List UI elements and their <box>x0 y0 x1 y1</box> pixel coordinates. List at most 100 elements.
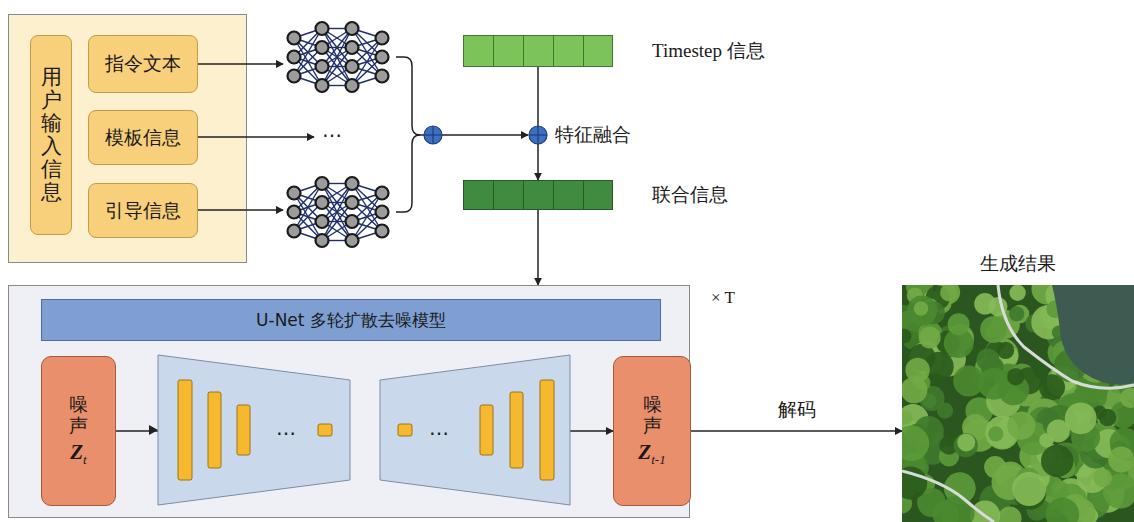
tree-crown <box>988 426 1003 441</box>
nn-neuron <box>376 32 389 45</box>
tree-crown <box>998 507 1022 522</box>
nn-neuron <box>288 225 301 238</box>
aerial-image <box>902 285 1134 522</box>
repeat-label: × T <box>711 288 735 308</box>
tree-crown <box>902 426 929 462</box>
input-panel <box>9 15 247 263</box>
nn-neuron <box>346 196 359 209</box>
tree-crown <box>1007 412 1035 440</box>
noise-label: 噪声 <box>643 394 662 436</box>
encoder-arrowhead <box>149 425 158 435</box>
nn-link <box>322 29 352 86</box>
unet-panel-ground <box>9 286 690 518</box>
connector-arrow <box>537 210 539 285</box>
gap-cover <box>349 424 381 436</box>
connector-arrow <box>691 430 902 432</box>
nn-neuron <box>316 234 329 247</box>
tree-crown <box>1046 498 1080 522</box>
vertical-label: 用户输入信息 <box>41 66 62 205</box>
nn-link <box>322 184 352 241</box>
nn-neuron <box>288 51 301 64</box>
nn-neuron <box>316 215 329 228</box>
tree-crown <box>974 293 996 315</box>
tree-crown <box>1051 481 1069 499</box>
tree-crown <box>954 433 978 457</box>
symbol-row: Zt <box>70 440 86 468</box>
symbol: Z <box>70 440 83 464</box>
merge-arrow <box>442 134 528 136</box>
nn-neuron <box>346 22 359 35</box>
nn-link <box>322 29 352 86</box>
tree-crown <box>902 329 912 344</box>
input-group-box: 用户输入信息 <box>30 35 72 235</box>
canopy-ground <box>902 285 1134 522</box>
nn-neuron <box>346 79 359 92</box>
nn-neuron <box>376 187 389 200</box>
nn-neuron <box>346 177 359 190</box>
box-label: 指令文本 <box>105 51 181 77</box>
bar-label: Timestep 信息 <box>652 38 765 64</box>
tree-crown <box>902 411 912 425</box>
tree-crown <box>1009 306 1024 321</box>
ellipsis: … <box>429 416 449 440</box>
input-arrow <box>198 209 283 211</box>
tree-crown <box>980 316 1007 343</box>
bar-label: 联合信息 <box>652 182 728 208</box>
merge-bracket <box>396 135 420 212</box>
sum-symbol <box>529 126 547 144</box>
footpath <box>998 285 1134 388</box>
band-label: U-Net 多轮扩散去噪模型 <box>256 309 446 332</box>
tree-crown <box>984 456 1006 478</box>
nn-neuron <box>316 22 329 35</box>
nn-neuron <box>288 206 301 219</box>
image-heading: 生成结果 <box>980 251 1056 277</box>
tree-crown <box>976 348 999 371</box>
nn-neuron <box>316 177 329 190</box>
noise-label: 噪声 <box>69 394 88 436</box>
tree-crown <box>997 342 1014 359</box>
nn-neuron <box>288 187 301 200</box>
nn-neuron <box>376 70 389 83</box>
tree-crown <box>905 358 929 382</box>
edge-label: 解码 <box>778 397 816 423</box>
tree-crown <box>1041 445 1073 477</box>
nn-neuron <box>288 32 301 45</box>
tree-crown <box>1009 285 1025 301</box>
pond <box>1052 285 1134 385</box>
decoder-trapezoid <box>380 355 570 505</box>
nn-neuron <box>316 196 329 209</box>
nn-link <box>322 184 352 241</box>
unet-panel: × TU-Net 多轮扩散去噪模型噪声Zt噪声Zt-1 <box>8 285 690 518</box>
tree-crown <box>914 301 929 316</box>
ellipsis: … <box>276 416 296 440</box>
tree-crown <box>937 403 953 419</box>
tree-crown <box>940 285 957 301</box>
nn-neuron <box>346 215 359 228</box>
tree-crown <box>986 324 1000 338</box>
neural-net-icons <box>288 22 389 247</box>
nn-neuron <box>316 60 329 73</box>
feature-vector-bar: 联合信息 <box>463 180 613 210</box>
result-image: 生成结果 <box>902 285 1134 522</box>
subscript: t-1 <box>651 452 665 467</box>
nn-neuron <box>316 41 329 54</box>
tree-crown <box>1120 388 1134 408</box>
connector-arrow <box>537 67 539 180</box>
nn-neuron <box>316 79 329 92</box>
tree-crown <box>978 368 1010 400</box>
tree-crown <box>1094 469 1113 488</box>
symbol-row: Zt-1 <box>638 440 665 468</box>
subscript: t <box>83 452 87 467</box>
noise-box: 噪声 Zt-1 <box>613 356 691 506</box>
nn-neuron <box>376 225 389 238</box>
input-box: 引导信息 <box>88 183 198 238</box>
input-arrow <box>198 136 314 138</box>
feature-maps <box>178 380 554 480</box>
ellipsis: … <box>322 118 342 142</box>
input-box: 模板信息 <box>88 110 198 165</box>
feature-vector-bar: Timestep 信息 <box>463 35 613 67</box>
tree-crown <box>919 327 941 349</box>
symbol: Z <box>638 440 651 464</box>
merge-bracket <box>396 57 424 135</box>
input-arrow <box>198 63 283 65</box>
